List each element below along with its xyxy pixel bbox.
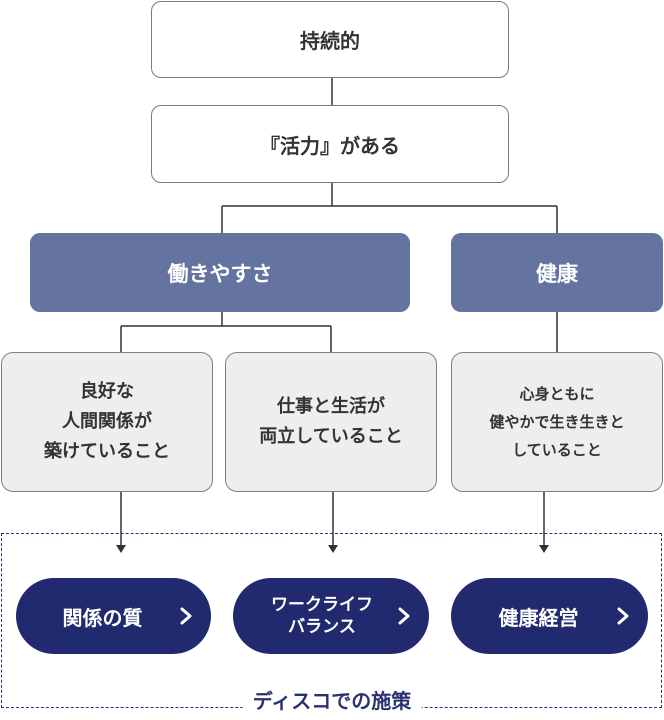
chevron-right-icon — [617, 607, 629, 625]
category-health-label: 健康 — [536, 261, 578, 286]
health-management-label: 健康経営 — [498, 605, 579, 630]
health-management-button[interactable]: 健康経営 — [451, 578, 648, 654]
leaf-wellbeing: 心身ともに 健やかで生き生きと していること — [451, 352, 663, 492]
relationship-quality-label: 関係の質 — [62, 605, 143, 630]
leaf-relationships: 良好な 人間関係が 築けていること — [1, 352, 213, 492]
leaf-relationships-line-3: 築けていること — [44, 441, 170, 462]
chevron-right-icon — [180, 607, 192, 625]
leaf-work-life-line-2: 両立していること — [259, 426, 403, 447]
leaf-wellbeing-line-3: していること — [512, 441, 602, 459]
initiatives-title: ディスコでの施策 — [242, 685, 422, 714]
work-life-balance-label-line-2: バランス — [288, 617, 356, 637]
leaf-wellbeing-line-2: 健やかで生き生きと — [489, 413, 625, 431]
box-vitality: 『活力』がある — [151, 105, 509, 183]
leaf-work-life: 仕事と生活が 両立していること — [225, 352, 437, 492]
box-sustainable-label: 持続的 — [300, 29, 360, 53]
relationship-quality-button[interactable]: 関係の質 — [16, 578, 211, 654]
leaf-relationships-line-1: 良好な — [80, 381, 134, 402]
leaf-work-life-line-1: 仕事と生活が — [277, 396, 385, 417]
work-life-balance-label-line-1: ワークライフ — [271, 595, 373, 615]
box-vitality-label: 『活力』がある — [260, 133, 400, 158]
work-life-balance-button[interactable]: ワークライフ バランス — [233, 578, 429, 654]
category-work-ease: 働きやすさ — [30, 233, 410, 312]
leaf-relationships-line-2: 人間関係が — [62, 411, 152, 432]
category-work-ease-label: 働きやすさ — [167, 261, 273, 286]
box-sustainable: 持続的 — [151, 1, 509, 78]
chevron-right-icon — [398, 607, 410, 625]
leaf-wellbeing-line-1: 心身ともに — [519, 385, 595, 403]
category-health: 健康 — [451, 233, 663, 312]
